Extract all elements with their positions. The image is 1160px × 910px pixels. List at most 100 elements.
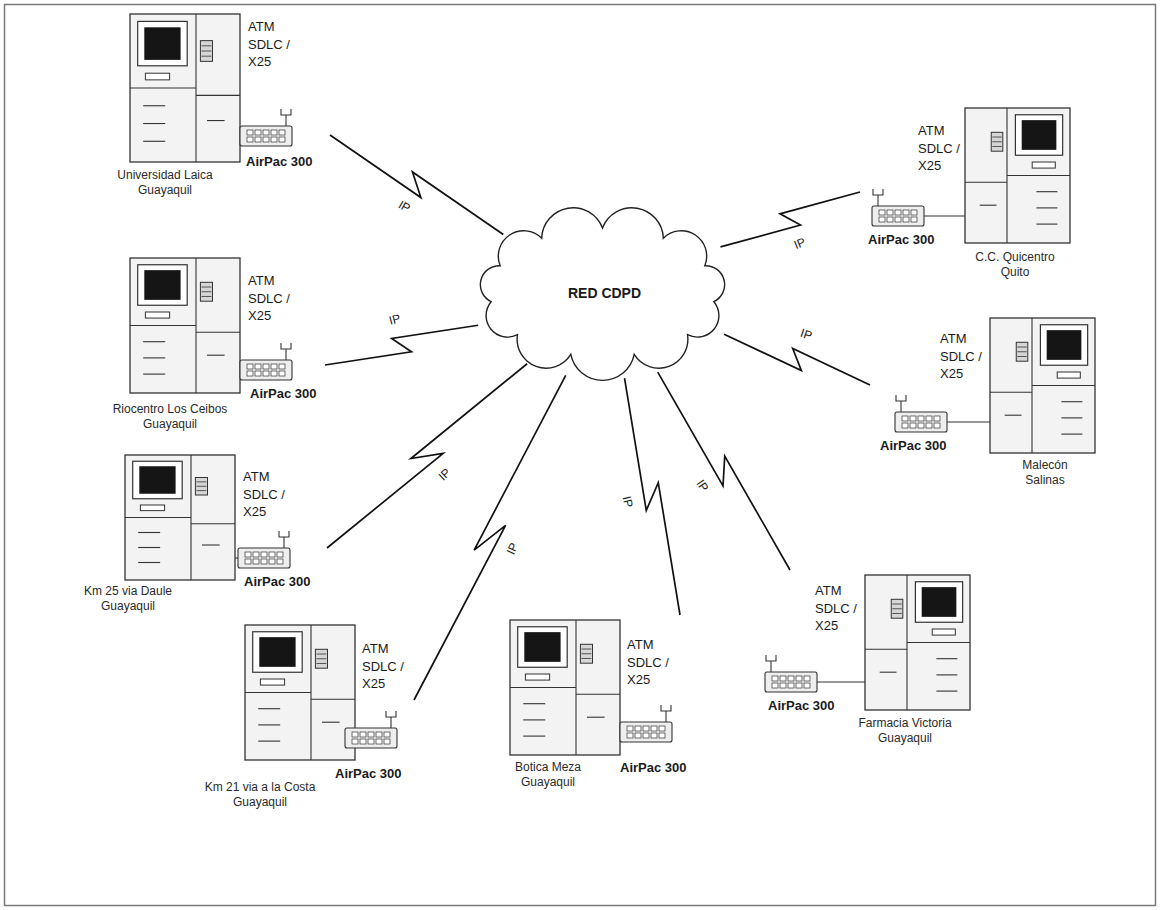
atm-drawer-handle xyxy=(138,532,160,533)
atm-drawer-handle xyxy=(202,544,220,545)
modem-port xyxy=(895,210,901,215)
modem-port xyxy=(261,552,267,557)
atm-screen xyxy=(1022,120,1057,150)
atm-keypad-row xyxy=(197,486,207,487)
modem-port xyxy=(780,676,786,681)
modem-antenna xyxy=(665,711,666,722)
atm-drawer-handle xyxy=(1036,207,1057,208)
atm-keypad-row xyxy=(892,604,901,605)
atm-site: ATM SDLC / X25AirPac 300Km 21 via a la C… xyxy=(185,620,414,820)
modem-body xyxy=(345,728,397,748)
network-cloud: RED CDPD xyxy=(460,200,749,385)
location-label: Universidad Laica Guayaquil xyxy=(105,168,225,198)
atm-divider xyxy=(130,87,196,88)
atm-screen-bezel xyxy=(915,582,962,623)
atm-illustration xyxy=(990,318,1095,453)
modem-antenna xyxy=(873,189,883,195)
protocol-label: IP xyxy=(619,493,635,511)
atm-screen xyxy=(922,587,957,617)
lightning-link xyxy=(625,378,680,615)
modem-body xyxy=(765,672,817,692)
modem-port xyxy=(253,559,259,564)
modem-port xyxy=(271,364,277,369)
modem-port xyxy=(627,733,633,738)
modem-port xyxy=(277,559,283,564)
atm-keypad xyxy=(1016,342,1028,361)
modem-port xyxy=(247,137,253,142)
atm-divider xyxy=(1032,385,1095,386)
location-label: Km 25 via Daule Guayaquil xyxy=(73,584,183,614)
modem-port xyxy=(796,676,802,681)
atm-screen xyxy=(259,637,295,667)
atm-drawer-handle xyxy=(138,562,160,563)
atm-site: ATM SDLC / X25AirPac 300C.C. Quicentro Q… xyxy=(860,100,1075,285)
atm-keypad-row xyxy=(317,663,327,664)
modem-port xyxy=(277,552,283,557)
atm-screen xyxy=(139,466,175,494)
atm-divider xyxy=(576,694,620,695)
location-label: Farmacia Victoria Guayaquil xyxy=(845,716,965,746)
modem-port xyxy=(643,726,649,731)
atm-keypad xyxy=(991,132,1003,151)
atm-divider xyxy=(130,325,196,326)
atm-screen xyxy=(144,270,180,300)
atm-keypad-row xyxy=(202,56,212,57)
modem-port xyxy=(887,217,893,222)
modem-port xyxy=(376,739,382,744)
atm-card-slot xyxy=(140,505,164,511)
atm-keypad-row xyxy=(1017,351,1026,352)
modem-port xyxy=(879,217,885,222)
modem-port xyxy=(879,210,885,215)
atm-keypad-row xyxy=(992,141,1001,142)
atm-card-slot xyxy=(1032,162,1055,168)
modem-port xyxy=(279,130,285,135)
modem-label: AirPac 300 xyxy=(868,232,935,248)
modem-label: AirPac 300 xyxy=(250,386,317,402)
protocol-label: IP xyxy=(394,198,414,217)
airpac-modem xyxy=(872,189,924,226)
atm-keypad-row xyxy=(582,658,592,659)
protocol-label: IP xyxy=(386,312,404,329)
modem-label: AirPac 300 xyxy=(244,574,311,590)
equipment-label: ATM SDLC / X25 xyxy=(362,640,410,693)
lightning-link xyxy=(414,375,566,700)
network-name: RED CDPD xyxy=(460,285,749,301)
atm-screen xyxy=(144,27,180,60)
modem-port xyxy=(934,423,940,428)
atm-divider xyxy=(125,517,191,518)
atm-keypad xyxy=(200,282,212,301)
modem-cable xyxy=(924,215,965,216)
modem-port xyxy=(911,210,917,215)
atm-drawer-handle xyxy=(143,105,165,106)
atm-drawer-handle xyxy=(258,708,280,709)
equipment-label: ATM SDLC / X25 xyxy=(248,18,296,71)
modem-port xyxy=(279,137,285,142)
atm-divider xyxy=(990,392,1032,393)
modem-port xyxy=(263,137,269,142)
atm-drawer-handle xyxy=(207,355,225,356)
airpac-modem xyxy=(895,395,947,432)
atm-site: ATM SDLC / X25AirPac 300Botica Meza Guay… xyxy=(495,615,695,795)
modem-antenna xyxy=(283,537,284,548)
atm-illustration xyxy=(125,455,235,580)
location-label: Botica Meza Guayaquil xyxy=(498,760,598,790)
modem-port xyxy=(780,683,786,688)
modem-port xyxy=(659,733,665,738)
airpac-modem xyxy=(345,711,397,748)
atm-keypad-row xyxy=(317,658,327,659)
atm-illustration xyxy=(130,258,240,393)
location-label: C.C. Quicentro Quito xyxy=(965,250,1065,280)
modem-cable xyxy=(947,421,990,422)
modem-port xyxy=(643,733,649,738)
atm-screen-bezel xyxy=(138,265,188,306)
atm-drawer-handle xyxy=(258,741,280,742)
atm-drawer-handle xyxy=(523,719,545,720)
atm-drawer-handle xyxy=(143,123,165,124)
modem-port xyxy=(269,559,275,564)
location-label: Km 21 via a la Costa Guayaquil xyxy=(195,780,325,810)
modem-port xyxy=(796,683,802,688)
airpac-modem xyxy=(240,109,292,146)
modem-port xyxy=(269,552,275,557)
